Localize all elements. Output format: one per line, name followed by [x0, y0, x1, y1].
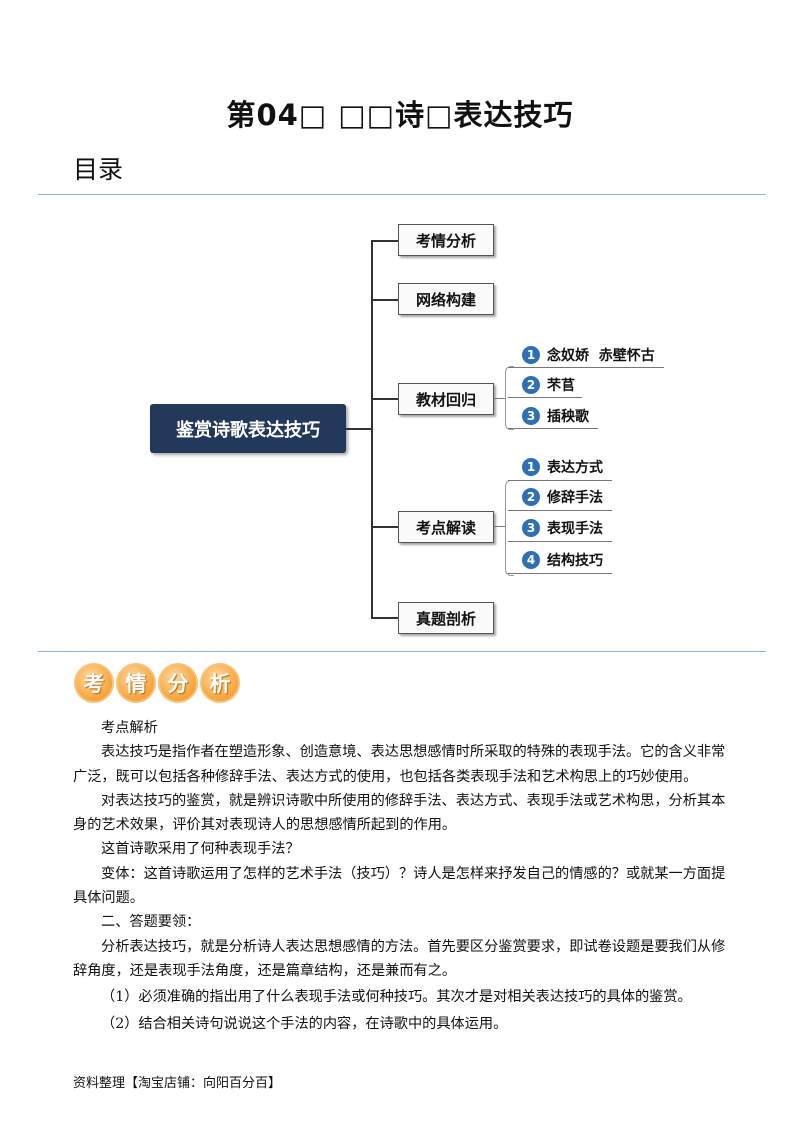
badge-char: 情 — [116, 663, 156, 703]
paragraph: 表达技巧是指作者在塑造形象、创造意境、表达思想感情时所采取的特殊的表现手法。它的… — [73, 744, 726, 785]
connector-b2 — [371, 299, 399, 301]
number-3-icon: 3 — [522, 519, 540, 537]
underline — [508, 428, 598, 429]
branch-network: 网络构建 — [398, 283, 494, 315]
badge-char: 考 — [74, 663, 114, 703]
divider-middle — [38, 651, 766, 652]
branch-key-points: 考点解读 — [398, 511, 494, 543]
paragraph: 分析表达技巧，就是分析诗人表达思想感情的方法。首先要区分鉴赏要求，即试卷设题是要… — [73, 938, 726, 979]
number-3-icon: 3 — [522, 407, 540, 425]
bracket-points — [505, 480, 514, 576]
underline — [508, 367, 664, 368]
body-text: 考点解析 表达技巧是指作者在塑造形象、创造意境、表达思想感情时所采取的特殊的表现… — [73, 716, 730, 1036]
branch-real-questions: 真题剖析 — [398, 602, 494, 634]
paragraph: 这首诗歌采用了何种表现手法？ — [101, 841, 300, 858]
toc-heading: 目录 — [73, 155, 124, 184]
badge-char: 析 — [200, 663, 240, 703]
connector-b1 — [371, 240, 399, 242]
connector-textbook-items — [494, 398, 506, 399]
underline — [508, 480, 612, 481]
underline — [508, 510, 612, 511]
paragraph: 变体：这首诗歌运用了怎样的艺术手法（技巧）？诗人是怎样来抒发自己的情感的？或就某… — [73, 865, 726, 907]
page-title: 第04□ □□诗□表达技巧 — [226, 98, 574, 132]
footer-source: 资料整理【淘宝店铺：向阳百分百】 — [73, 1076, 282, 1091]
textbook-item-3: 3 插秧歌 — [522, 404, 589, 428]
underline — [508, 397, 582, 398]
number-2-icon: 2 — [522, 376, 540, 394]
divider-top — [38, 194, 766, 195]
connector-b5 — [371, 617, 399, 619]
branch-exam-analysis: 考情分析 — [398, 224, 494, 256]
number-1-icon: 1 — [522, 346, 540, 364]
badge-char: 分 — [158, 663, 198, 703]
points-item-1: 1 表达方式 — [522, 455, 603, 479]
paragraph: （2）结合相关诗句说说这个手法的内容，在诗歌中的具体运用。 — [101, 1015, 508, 1032]
underline — [508, 541, 612, 542]
number-1-icon: 1 — [522, 458, 540, 476]
mindmap-root: 鉴赏诗歌表达技巧 — [150, 404, 346, 453]
number-4-icon: 4 — [522, 551, 540, 569]
paragraph: 对表达技巧的鉴赏，就是辨识诗歌中所使用的修辞手法、表达方式、表现手法或艺术构思，… — [73, 792, 726, 834]
paragraph: 考点解析 — [101, 720, 158, 736]
section-badge-exam-analysis: 考 情 分 析 — [74, 663, 240, 703]
connector-b3 — [371, 398, 399, 400]
textbook-item-1: 1 念奴娇 赤壁怀古 — [522, 343, 655, 367]
points-item-3: 3 表现手法 — [522, 516, 603, 540]
textbook-item-2: 2 芣苢 — [522, 373, 575, 397]
number-2-icon: 2 — [522, 488, 540, 506]
points-item-4: 4 结构技巧 — [522, 548, 603, 572]
branch-textbook: 教材回归 — [398, 383, 494, 415]
bracket-textbook — [505, 366, 514, 430]
connector-trunk — [371, 240, 373, 618]
connector-points-items — [494, 526, 506, 527]
connector-root — [346, 428, 372, 430]
paragraph: 二、答题要领： — [101, 914, 201, 931]
underline — [508, 573, 612, 574]
points-item-2: 2 修辞手法 — [522, 485, 603, 509]
connector-b4 — [371, 526, 399, 528]
paragraph: （1）必须准确的指出用了什么表现手法或何种技巧。其次才是对相关表达技巧的具体的鉴… — [101, 989, 692, 1006]
